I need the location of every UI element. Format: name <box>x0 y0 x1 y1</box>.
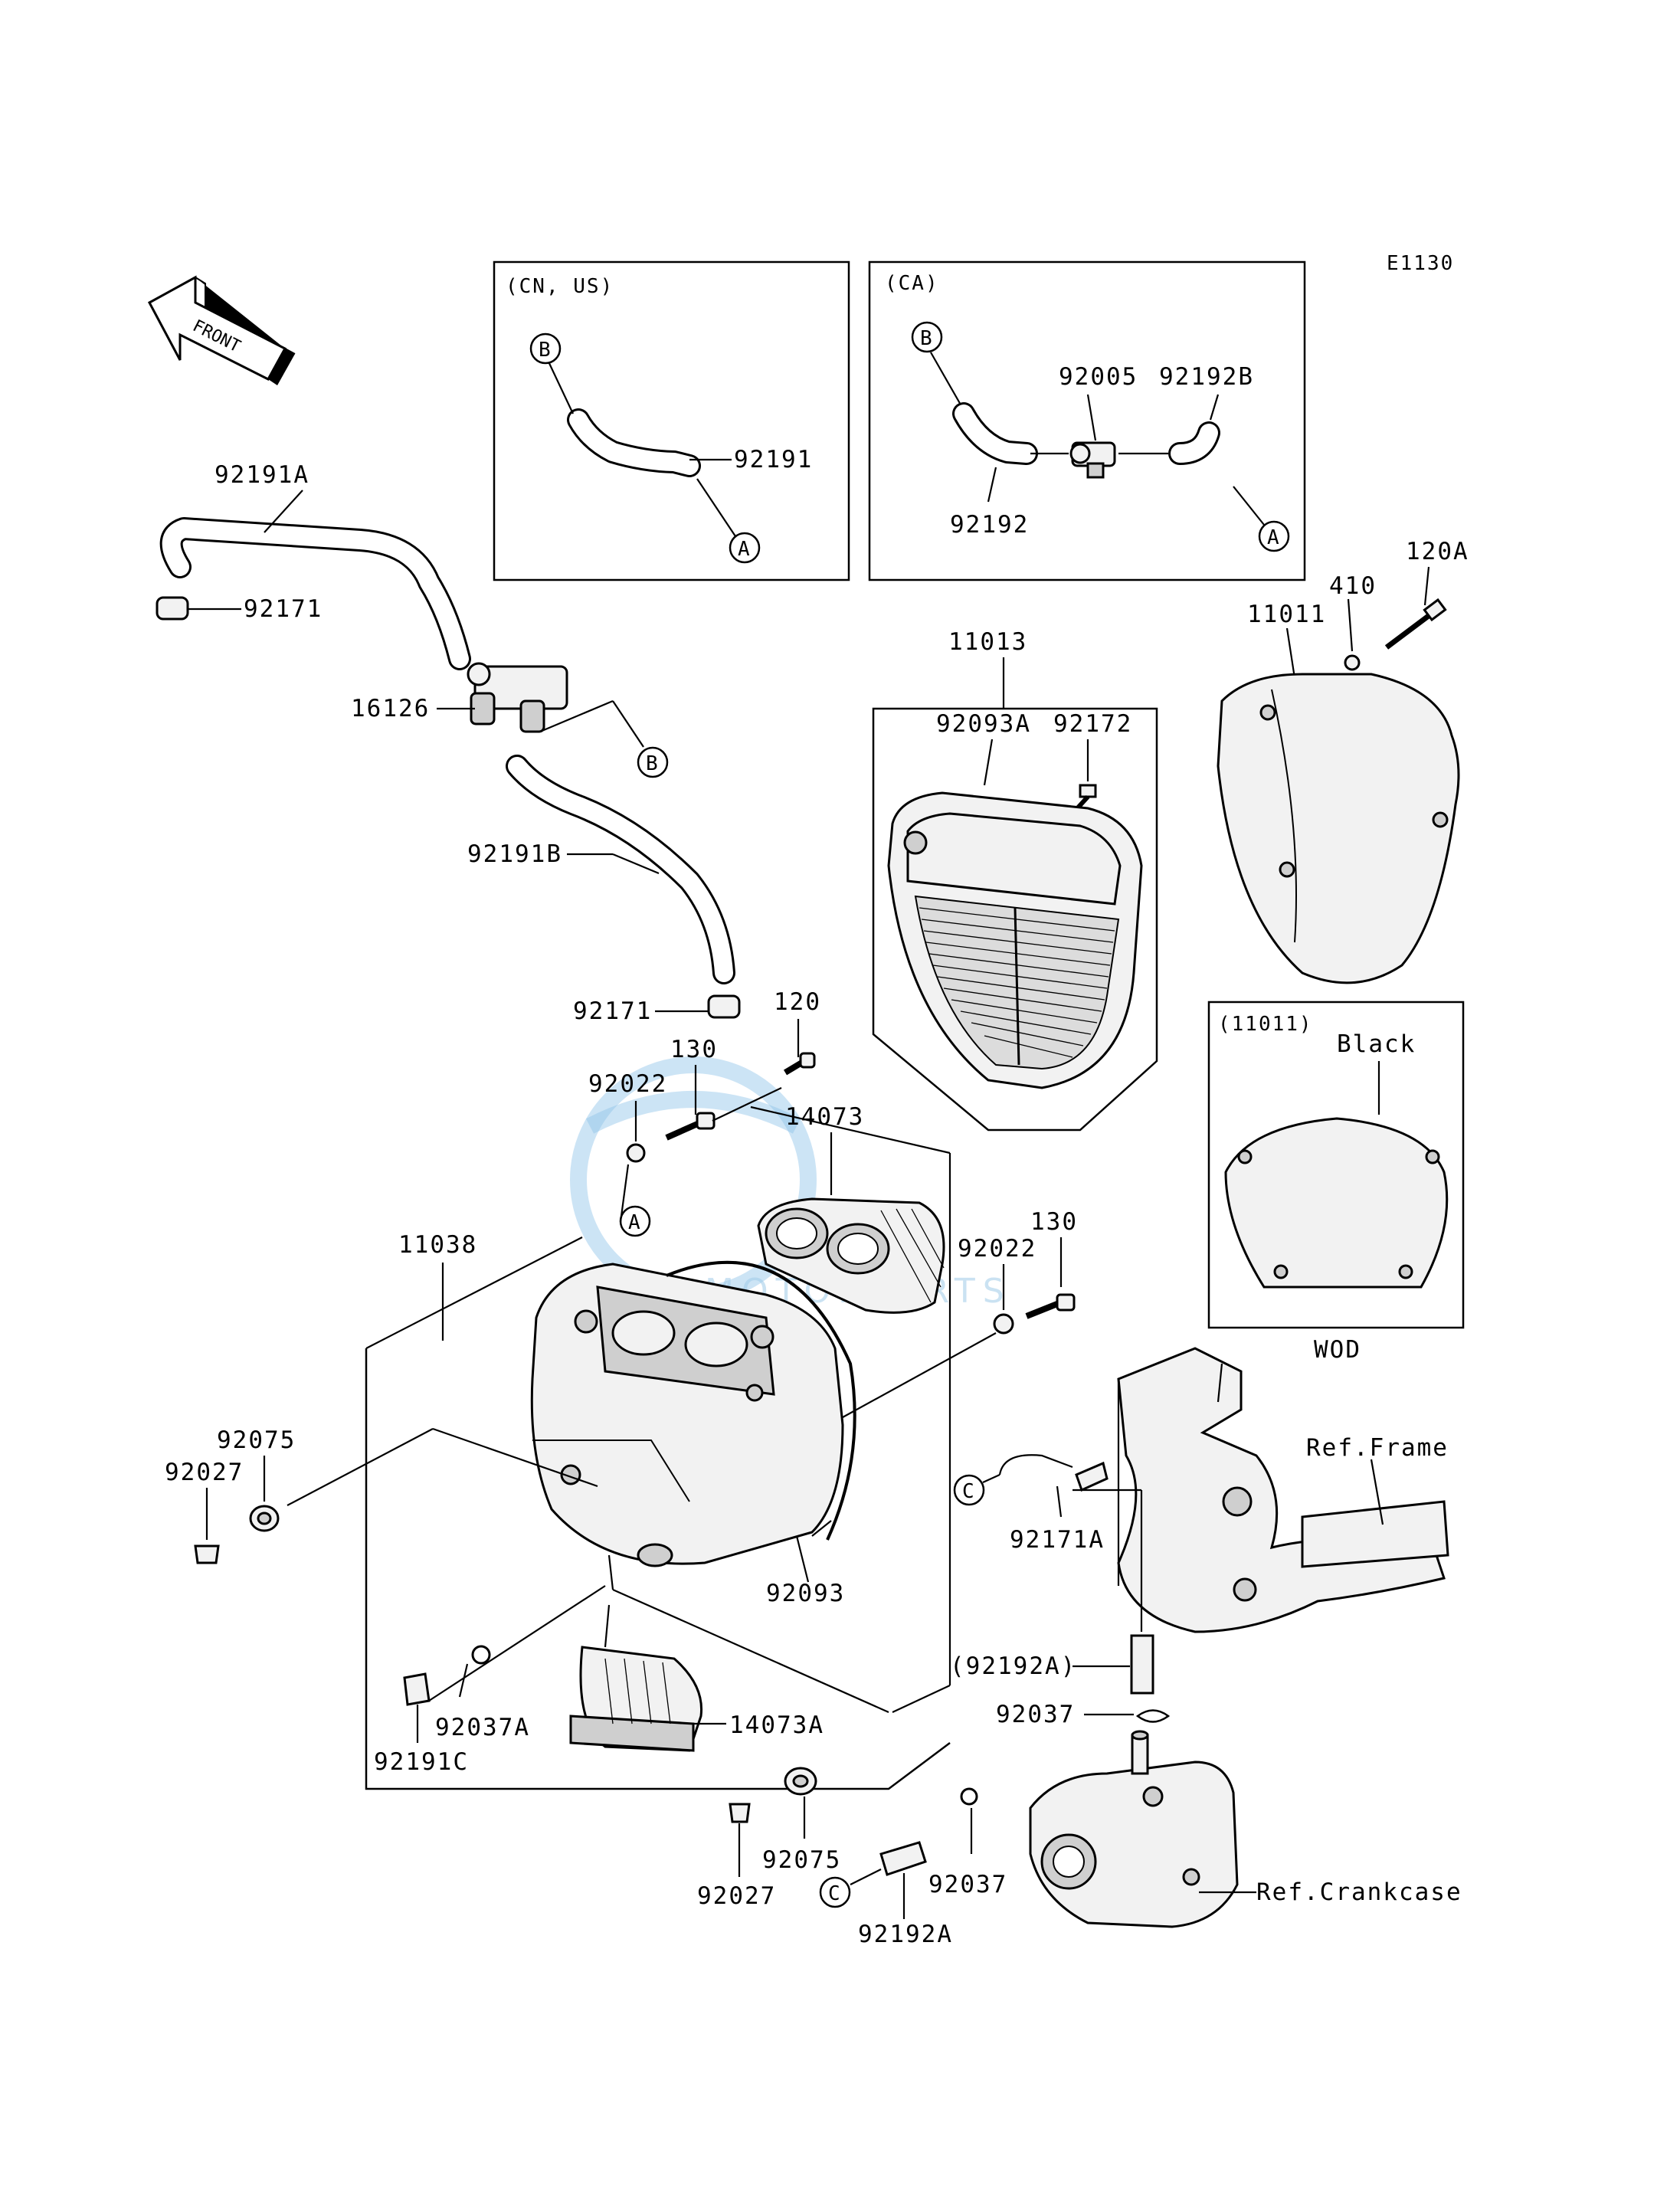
clip-92037A: 92037A <box>435 1645 530 1741</box>
label-92037-right: 92037 <box>996 1701 1075 1728</box>
box-cn-us: (CN, US) B A 92191 <box>493 260 850 581</box>
clamp-92171-mid: 92171 <box>573 994 741 1025</box>
label-92191B: 92191B <box>467 840 562 868</box>
label-92172: 92172 <box>1053 710 1132 738</box>
label-92075-left: 92075 <box>217 1426 296 1454</box>
hose-92192A: 92192A C <box>819 1841 953 1948</box>
washer-410-icon <box>1344 654 1361 671</box>
label-92191C: 92191C <box>374 1748 469 1776</box>
washer-92022-left: 92022 <box>588 1070 667 1223</box>
label-14073: 14073 <box>785 1103 864 1131</box>
plug-92191C: 92191C <box>374 1672 469 1776</box>
bolt-130-left: 130 <box>665 1036 782 1141</box>
cover-11011: 11011 410 120A <box>1217 538 1469 984</box>
clip-92037-right: 92037 <box>996 1701 1171 1728</box>
svg-text:A: A <box>738 538 752 561</box>
label-92192: 92192 <box>950 511 1029 539</box>
label-120A: 120A <box>1406 538 1469 565</box>
label-92075-bottom: 92075 <box>762 1846 841 1874</box>
crankcase-reference: Ref.Crankcase <box>1029 1730 1462 1928</box>
label-92171A: 92171A <box>1010 1526 1105 1554</box>
label-92192B: 92192B <box>1159 363 1254 391</box>
washer-92022-right: 92022 <box>842 1235 1036 1418</box>
label-92192A-paren: (92192A) <box>950 1652 1076 1680</box>
clamp-92171-top: 92171 <box>156 595 323 623</box>
hose-92191B: 92191B <box>467 755 735 984</box>
label-92192A: 92192A <box>858 1921 953 1948</box>
bolt-120: 120 <box>774 988 821 1076</box>
callout-c <box>953 1474 985 1506</box>
clamp-92171A: 92171A C <box>953 1454 1109 1554</box>
label-92171-top: 92171 <box>244 595 323 623</box>
box-wod-caption: WOD <box>1314 1336 1361 1364</box>
label-92093A: 92093A <box>936 710 1031 738</box>
label-92022-right: 92022 <box>958 1235 1036 1263</box>
label-14073A: 14073A <box>729 1711 824 1739</box>
air-filter-11013: 11013 92093A 92172 <box>872 628 1158 1132</box>
hose-92191A: 92191A <box>159 461 471 670</box>
label-120: 120 <box>774 988 821 1016</box>
callout-a <box>1258 520 1290 552</box>
callout-c <box>819 1876 851 1908</box>
label-ref-frame: Ref.Frame <box>1306 1434 1449 1462</box>
callout-b <box>911 321 943 353</box>
label-92037A: 92037A <box>435 1714 530 1741</box>
callout-a <box>729 532 761 564</box>
bolt-120A-icon <box>1384 598 1447 650</box>
intake-14073A: 14073A <box>428 1585 824 1752</box>
box-ca: (CA) B A 92005 92192B 92192 <box>868 260 1306 581</box>
bolt-130-right: 130 <box>1025 1208 1078 1319</box>
label-11013: 11013 <box>948 628 1027 656</box>
label-16126: 16126 <box>351 695 430 722</box>
duct-14073: 14073 <box>757 1103 945 1314</box>
box-wod-header: (11011) <box>1218 1013 1313 1036</box>
svg-text:A: A <box>1267 526 1281 549</box>
label-92171-mid: 92171 <box>573 997 652 1025</box>
svg-text:B: B <box>539 339 552 362</box>
airbox-11038: 11038 92093 <box>287 1105 951 1790</box>
svg-text:B: B <box>920 327 934 350</box>
svg-text:A: A <box>628 1211 642 1234</box>
label-11038: 11038 <box>398 1231 477 1259</box>
label-130-left: 130 <box>670 1036 718 1063</box>
label-410: 410 <box>1329 572 1377 600</box>
valve-92005-icon <box>1069 441 1116 479</box>
collar-92027-bottom: 92027 <box>697 1803 776 1910</box>
label-92191A: 92191A <box>215 461 309 489</box>
hose-92192A-paren: (92192A) <box>950 1489 1154 1695</box>
collar-92027-left: 92027 <box>165 1459 244 1564</box>
filter-grille <box>914 895 1120 1070</box>
label-92005: 92005 <box>1059 363 1138 391</box>
clip-92037-bottom: 92037 <box>928 1787 1007 1898</box>
label-92093: 92093 <box>766 1580 845 1607</box>
label-ref-crankcase: Ref.Crankcase <box>1256 1878 1462 1906</box>
label-92037-bottom: 92037 <box>928 1871 1007 1898</box>
callout-b <box>637 746 669 778</box>
svg-text:B: B <box>646 752 660 775</box>
svg-text:C: C <box>828 1882 842 1905</box>
label-130-right: 130 <box>1030 1208 1078 1236</box>
frame-reference: Ref.Frame <box>1117 1347 1449 1633</box>
label-11011: 11011 <box>1247 601 1326 628</box>
label-92022-left: 92022 <box>588 1070 667 1098</box>
box-ca-header: (CA) <box>885 272 939 295</box>
box-cn-us-header: (CN, US) <box>506 275 614 298</box>
valve-16126: 16126 B <box>351 662 669 778</box>
label-92191: 92191 <box>734 446 813 473</box>
svg-text:C: C <box>962 1480 976 1503</box>
label-92027-left: 92027 <box>165 1459 244 1486</box>
grommet-92075-bottom: 92075 <box>762 1767 841 1874</box>
callout-b <box>529 332 562 365</box>
box-wod: (11011) Black WOD <box>1207 1001 1465 1364</box>
grommet-92075-left: 92075 <box>217 1426 296 1532</box>
label-92027-bottom: 92027 <box>697 1882 776 1910</box>
diagram-code: E1130 <box>1387 252 1454 275</box>
front-arrow-icon: FRONT <box>147 275 296 385</box>
box-wod-note: Black <box>1337 1030 1416 1058</box>
